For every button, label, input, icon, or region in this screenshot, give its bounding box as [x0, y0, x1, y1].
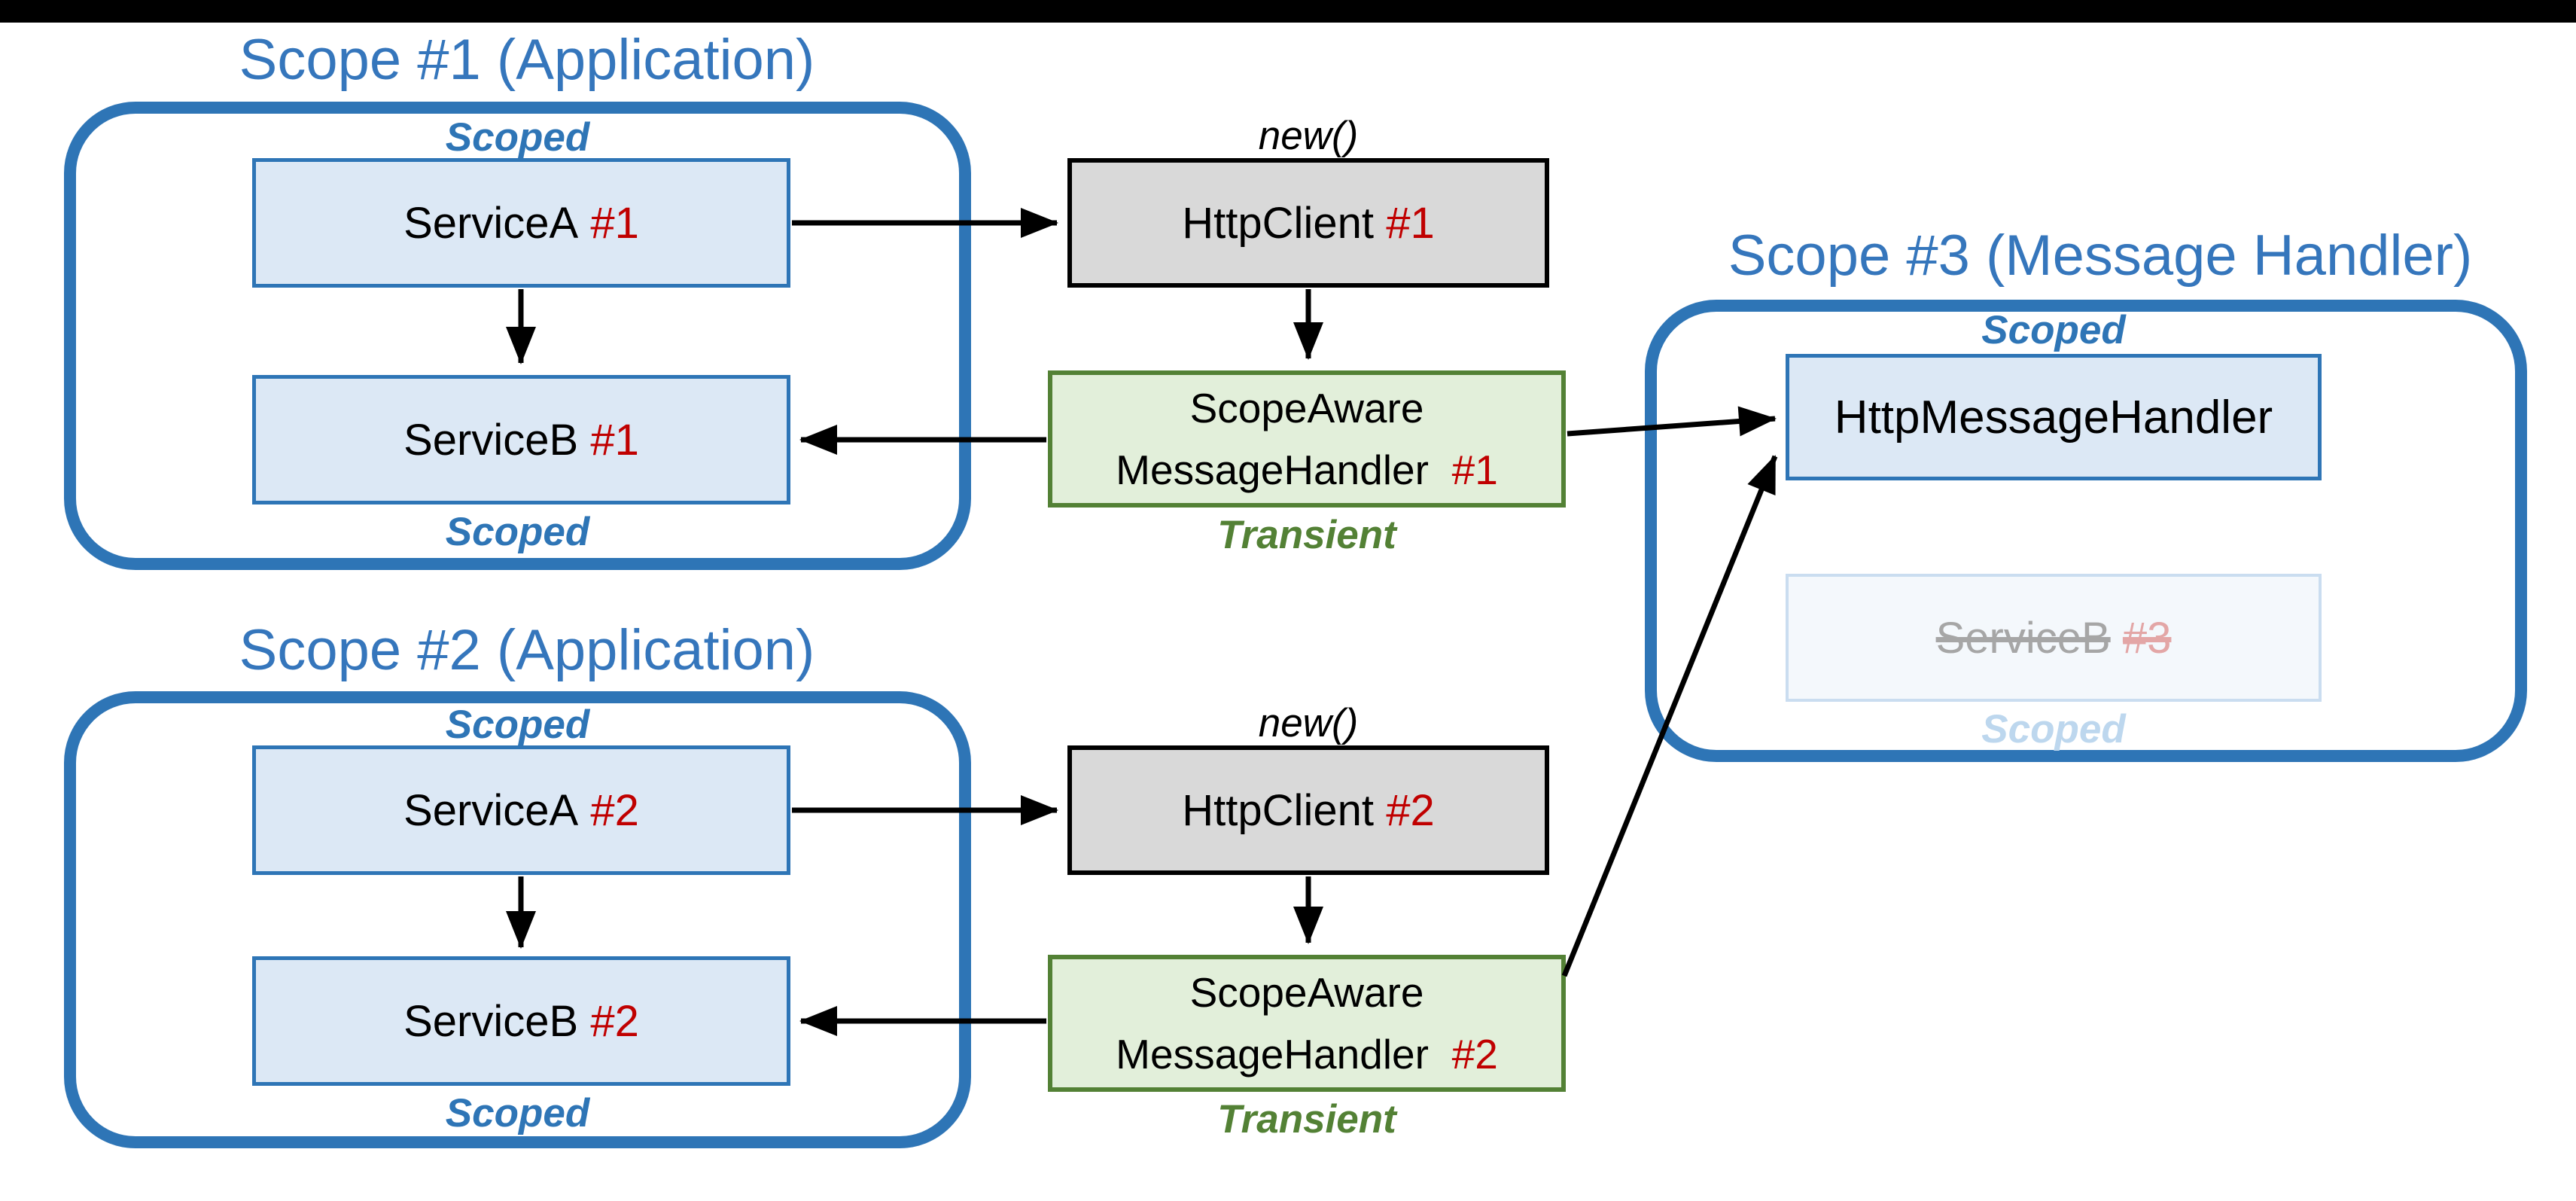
- scope2-scoped-top-label: Scoped: [445, 703, 590, 747]
- chain1-handler-line2: MessageHandler #1: [1116, 439, 1498, 501]
- scope2-serviceb-instance: #2: [590, 996, 639, 1046]
- chain1-httpclient-box: HttpClient #1: [1067, 158, 1549, 288]
- chain1-handler-line1: ScopeAware: [1189, 384, 1424, 431]
- scope1-scoped-top-label: Scoped: [445, 115, 590, 160]
- chain1-httpclient-label: HttpClient: [1182, 198, 1374, 248]
- chain2-handler-line2-name: MessageHandler: [1116, 1031, 1429, 1078]
- scope1-servicea-label: ServiceA: [403, 198, 579, 248]
- scope2-servicea-label: ServiceA: [403, 785, 579, 835]
- scope1-servicea-box: ServiceA #1: [252, 158, 790, 288]
- scope3-scoped-top-label: Scoped: [1981, 308, 2126, 352]
- scope1-servicea-instance: #1: [590, 198, 639, 248]
- chain1-transient-label: Transient: [1217, 513, 1396, 557]
- scope2-serviceb-box: ServiceB #2: [252, 956, 790, 1086]
- arrow-handler2-to-httpmessagehandler: [1561, 455, 1778, 977]
- chain2-transient-label: Transient: [1217, 1097, 1396, 1142]
- scope1-serviceb-box: ServiceB #1: [252, 375, 790, 504]
- scope2-scoped-bottom-label: Scoped: [445, 1091, 590, 1135]
- chain2-handler-line1: ScopeAware: [1189, 968, 1424, 1016]
- chain2-handler-instance: #2: [1451, 1031, 1498, 1078]
- chain1-handler-line2-name: MessageHandler: [1116, 447, 1429, 493]
- chain1-scopeaware-handler-box: ScopeAware MessageHandler #1: [1048, 370, 1566, 508]
- scope3-title: Scope #3 (Message Handler): [1728, 224, 2473, 288]
- letterbox-top-bar: [0, 0, 2576, 23]
- chain2-scopeaware-handler-box: ScopeAware MessageHandler #2: [1048, 955, 1566, 1092]
- scope2-serviceb-label: ServiceB: [403, 996, 579, 1046]
- chain2-new-label: new(): [1258, 701, 1359, 745]
- scope1-scoped-bottom-label: Scoped: [445, 510, 590, 554]
- scope1-serviceb-instance: #1: [590, 415, 639, 465]
- scope1-serviceb-label: ServiceB: [403, 415, 579, 465]
- chain1-new-label: new(): [1258, 114, 1359, 158]
- scope3-disposed-serviceb-box: ServiceB #3: [1786, 574, 2322, 702]
- scope3-httpmessagehandler-label: HttpMessageHandler: [1834, 391, 2273, 444]
- chain2-httpclient-label: HttpClient: [1182, 785, 1374, 835]
- arrow-handler1-to-httpmessagehandler: [1567, 406, 1777, 437]
- chain2-handler-line2: MessageHandler #2: [1116, 1023, 1498, 1086]
- scope2-title: Scope #2 (Application): [239, 618, 815, 682]
- scope3-disposed-serviceb-instance: #3: [2122, 613, 2172, 663]
- chain1-httpclient-instance: #1: [1386, 198, 1435, 248]
- scope1-title: Scope #1 (Application): [239, 28, 815, 92]
- scope2-servicea-box: ServiceA #2: [252, 745, 790, 875]
- scope2-servicea-instance: #2: [590, 785, 639, 835]
- chain2-httpclient-instance: #2: [1386, 785, 1435, 835]
- scope3-httpmessagehandler-box: HttpMessageHandler: [1786, 354, 2322, 480]
- scope1-boundary: [64, 102, 971, 570]
- chain2-httpclient-box: HttpClient #2: [1067, 745, 1549, 875]
- scope3-scoped-bottom-label: Scoped: [1981, 707, 2126, 751]
- scope3-boundary: [1645, 300, 2527, 762]
- chain1-handler-instance: #1: [1451, 447, 1498, 493]
- scope2-boundary: [64, 691, 971, 1148]
- scope3-disposed-serviceb-label: ServiceB: [1935, 613, 2111, 663]
